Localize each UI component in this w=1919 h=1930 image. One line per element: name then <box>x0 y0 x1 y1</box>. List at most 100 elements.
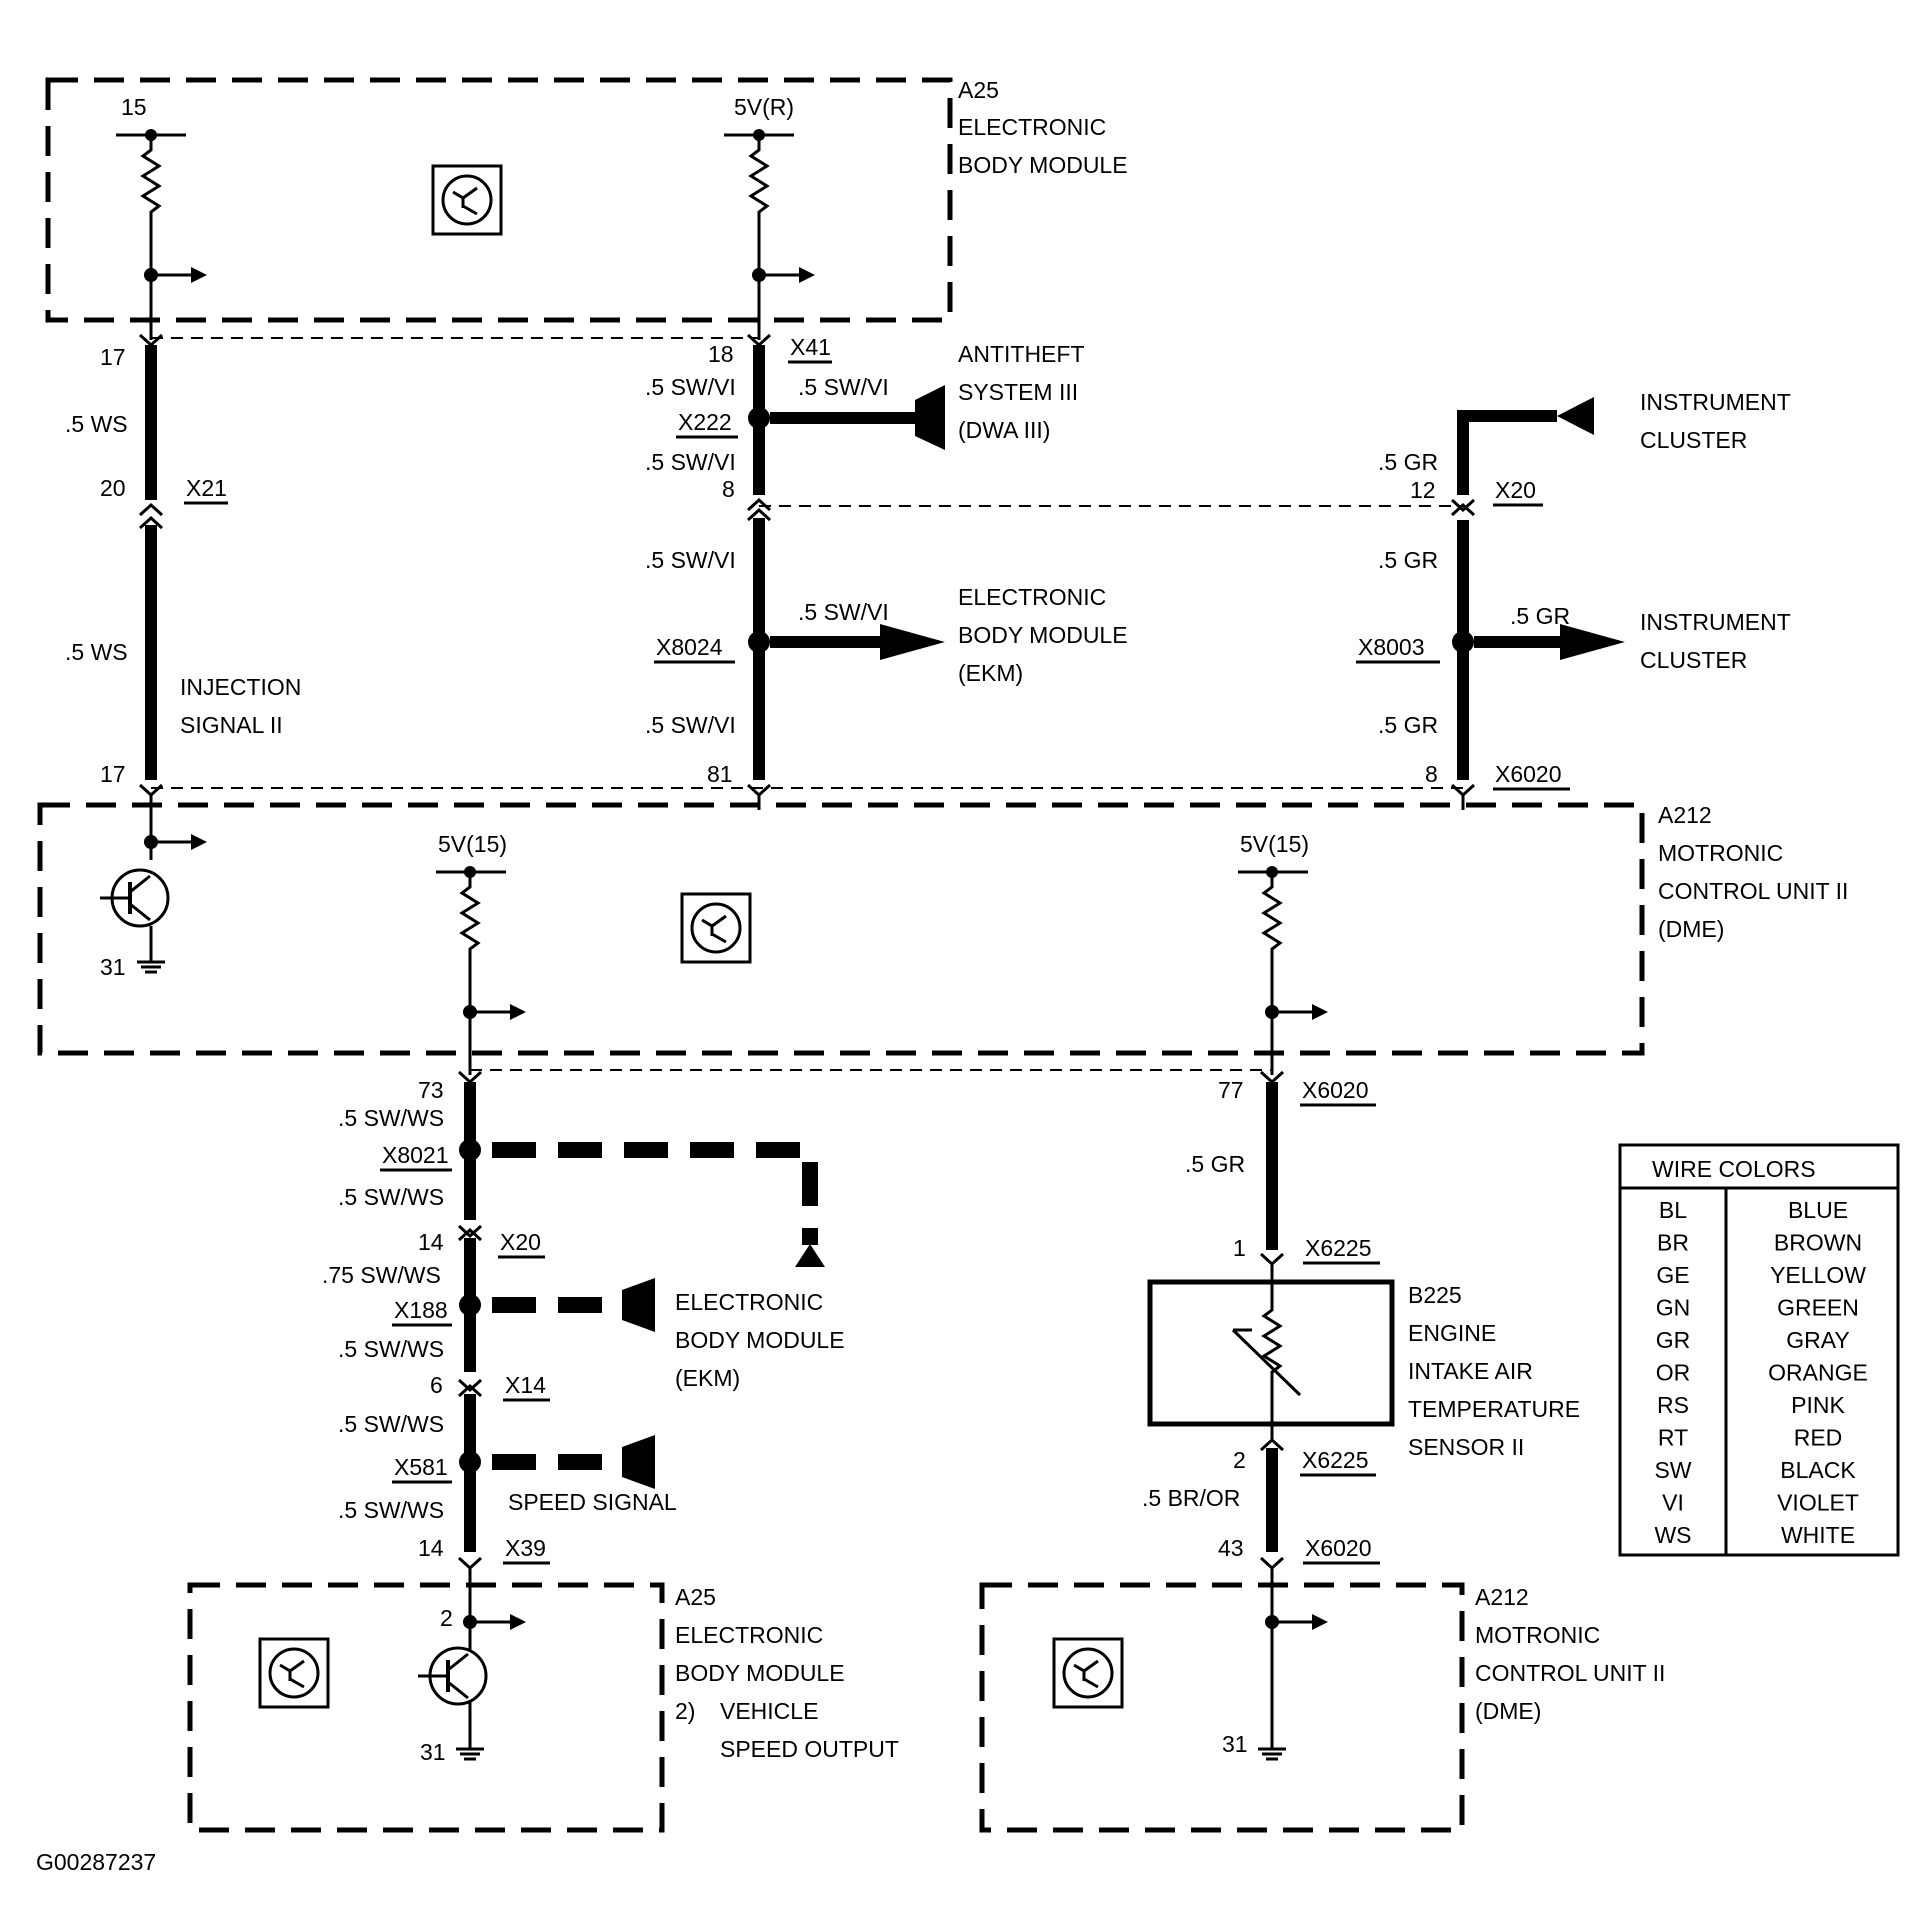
swvi-wire: 18 X41 .5 SW/VI X222 .5 SW/VI 8 .5 SW/VI… <box>645 333 1128 810</box>
gr-wire: INSTRUMENT CLUSTER .5 GR 12 X20 .5 GR X8… <box>1356 389 1791 810</box>
wire-label: .5 GR <box>1378 712 1438 738</box>
wire-label: .5 SW/WS <box>338 1105 444 1131</box>
pin-label: 6 <box>430 1372 443 1398</box>
signal-label: SPEED SIGNAL <box>508 1489 677 1515</box>
legend-code: RT <box>1658 1425 1688 1451</box>
pin-label: 77 <box>1218 1077 1244 1103</box>
wire-label: .5 SW/VI <box>645 547 736 573</box>
arrow-icon <box>1270 1002 1330 1022</box>
connector-id: X20 <box>500 1229 541 1255</box>
legend-color: BROWN <box>1774 1230 1862 1256</box>
transistor-icon <box>416 1646 488 1706</box>
module-label: INSTRUMENT <box>1640 609 1791 635</box>
module-id: A25 <box>958 77 999 103</box>
connector-id: X581 <box>394 1454 448 1480</box>
arrow-icon <box>757 265 817 285</box>
wire-label: .5 SW/VI <box>645 449 736 475</box>
legend-color: ORANGE <box>1768 1360 1868 1386</box>
legend-color: BLUE <box>1788 1197 1848 1223</box>
resistor-icon <box>749 138 769 224</box>
connector-id: X14 <box>505 1372 546 1398</box>
pin-label: 31 <box>420 1739 446 1765</box>
connector-id: X6225 <box>1305 1235 1372 1261</box>
resistor-icon <box>460 875 480 961</box>
module-id: A212 <box>1475 1584 1529 1610</box>
sensor-wire: 77 X6020 .5 GR 1 X6225 B225 ENGINE INTAK… <box>1142 1070 1580 1590</box>
module-label: ELECTRONIC <box>958 114 1106 140</box>
wire-label: .5 WS <box>65 411 128 437</box>
arrow-icon <box>468 1612 528 1632</box>
legend-code: OR <box>1656 1360 1691 1386</box>
module-label: CLUSTER <box>1640 647 1747 673</box>
pin-label: 2 <box>440 1605 453 1631</box>
supply-label: 5V(15) <box>438 831 507 857</box>
ground-icon <box>454 1733 486 1761</box>
a25-top-box: 15 5V(R) A25 ELECTRONIC BODY MODULE <box>45 77 1128 340</box>
connector-id: X8003 <box>1358 634 1425 660</box>
signal-label: INJECTION <box>180 674 301 700</box>
legend-code: GE <box>1656 1262 1689 1288</box>
module-label: BODY MODULE <box>958 622 1128 648</box>
module-label: BODY MODULE <box>675 1660 845 1686</box>
module-label: (DME) <box>1658 916 1724 942</box>
ecu-icon <box>680 892 752 964</box>
module-id: A25 <box>675 1584 716 1610</box>
legend-code: RS <box>1657 1392 1689 1418</box>
connector-id: X188 <box>394 1297 448 1323</box>
a212-bottom-box: 31 A212 MOTRONIC CONTROL UNIT II (DME) <box>979 1582 1665 1833</box>
module-label: ELECTRONIC <box>958 584 1106 610</box>
wire-label: .75 SW/WS <box>322 1262 441 1288</box>
module-label: MOTRONIC <box>1475 1622 1600 1648</box>
pin-label: 8 <box>722 476 735 502</box>
wire-label: .5 GR <box>1378 449 1438 475</box>
module-label: BODY MODULE <box>958 152 1128 178</box>
pin-label: 20 <box>100 475 126 501</box>
wire-label: .5 SW/WS <box>338 1411 444 1437</box>
wire-label: .5 GR <box>1185 1151 1245 1177</box>
connector-id: X222 <box>678 409 732 435</box>
module-label: CONTROL UNIT II <box>1475 1660 1665 1686</box>
wire-label: .5 SW/WS <box>338 1497 444 1523</box>
legend-color: BLACK <box>1780 1457 1856 1483</box>
system-label: ANTITHEFT <box>958 341 1085 367</box>
sensor-id: B225 <box>1408 1282 1462 1308</box>
supply-label: 5V(15) <box>1240 831 1309 857</box>
pin-label: 15 <box>121 94 147 120</box>
legend-code: SW <box>1654 1457 1691 1483</box>
module-label: ELECTRONIC <box>675 1622 823 1648</box>
module-label: ELECTRONIC <box>675 1289 823 1315</box>
module-id: A212 <box>1658 802 1712 828</box>
ecu-icon <box>431 164 503 236</box>
sensor-label: ENGINE <box>1408 1320 1496 1346</box>
connector-id: X21 <box>186 475 227 501</box>
ground-icon <box>1256 1733 1288 1761</box>
wire-label: .5 SW/VI <box>645 712 736 738</box>
pin-label: 14 <box>418 1229 444 1255</box>
arrow-icon <box>1270 1612 1330 1632</box>
wire-label: .5 SW/WS <box>338 1184 444 1210</box>
legend-color: WHITE <box>1781 1522 1855 1548</box>
ground-icon <box>135 946 167 974</box>
wire-label: .5 SW/VI <box>798 599 889 625</box>
module-label: VEHICLE <box>720 1698 818 1724</box>
connector-id: X8024 <box>656 634 723 660</box>
pin-label: 31 <box>100 954 126 980</box>
module-label: CLUSTER <box>1640 427 1747 453</box>
legend-color: GRAY <box>1786 1327 1849 1353</box>
pin-label: 1 <box>1233 1235 1246 1261</box>
connector-id: X39 <box>505 1535 546 1561</box>
ecu-icon <box>258 1637 330 1709</box>
wire-label: .5 SW/WS <box>338 1336 444 1362</box>
legend-code: GR <box>1656 1327 1691 1353</box>
legend-color: GREEN <box>1777 1295 1859 1321</box>
ecu-icon <box>1052 1637 1124 1709</box>
connector-id: X20 <box>1495 477 1536 503</box>
a212-middle-box: 31 5V(15) 5V(15) A212 MOTRONIC CONTROL U… <box>37 795 1848 1075</box>
pin-label: 31 <box>1222 1731 1248 1757</box>
transistor-icon <box>98 868 170 928</box>
pin-label: 8 <box>1425 761 1438 787</box>
pin-label: 14 <box>418 1535 444 1561</box>
injection-wire: 17 .5 WS 20 X21 .5 WS INJECTION SIGNAL I… <box>65 333 301 798</box>
arrow-icon <box>149 832 209 852</box>
